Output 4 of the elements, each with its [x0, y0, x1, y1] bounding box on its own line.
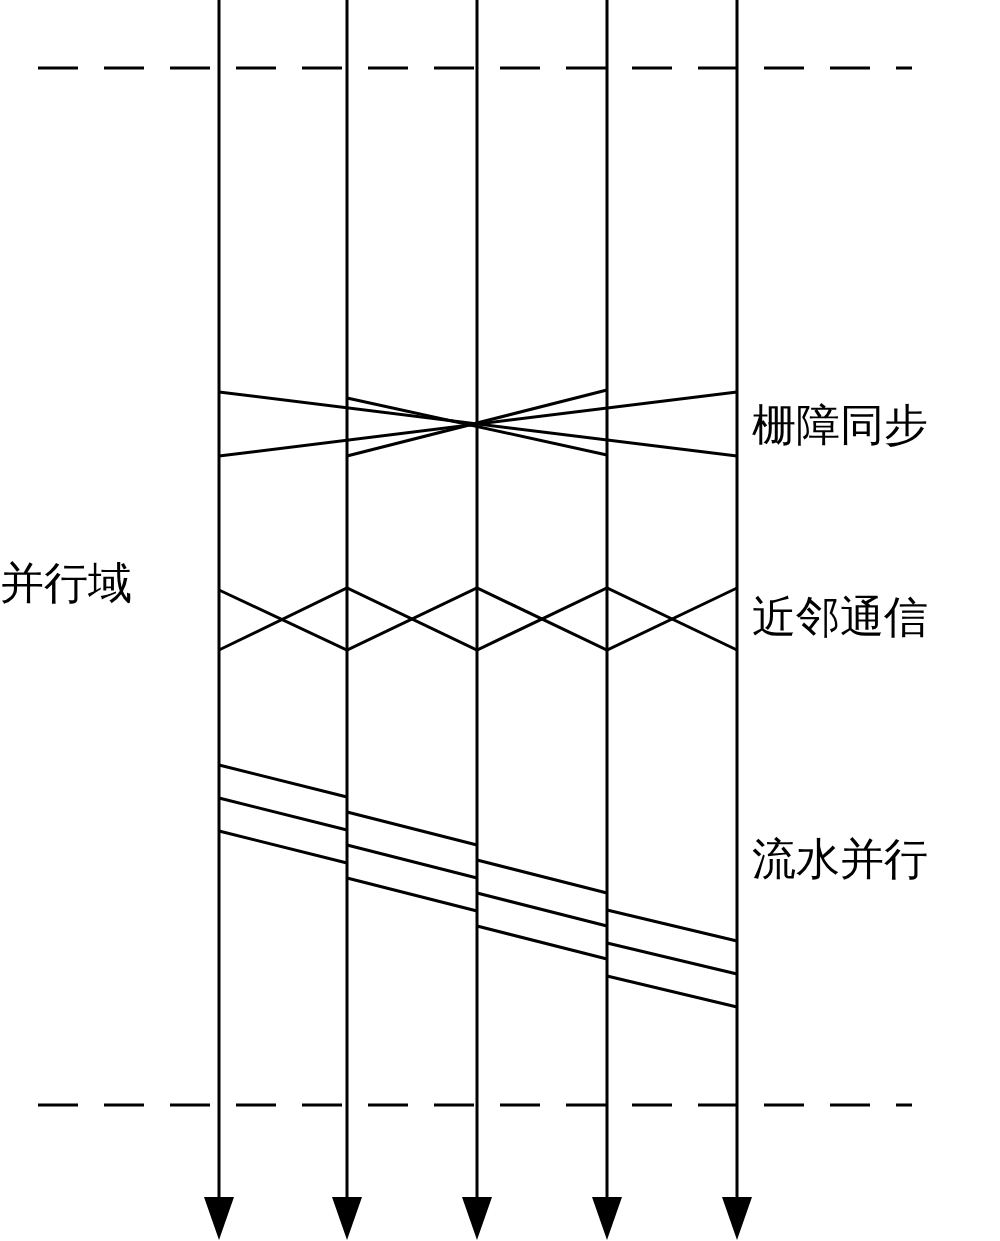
label: 流水并行: [752, 834, 928, 886]
label: 近邻通信: [752, 592, 928, 644]
label: 并行域: [0, 558, 132, 610]
label: 栅障同步: [752, 400, 928, 452]
